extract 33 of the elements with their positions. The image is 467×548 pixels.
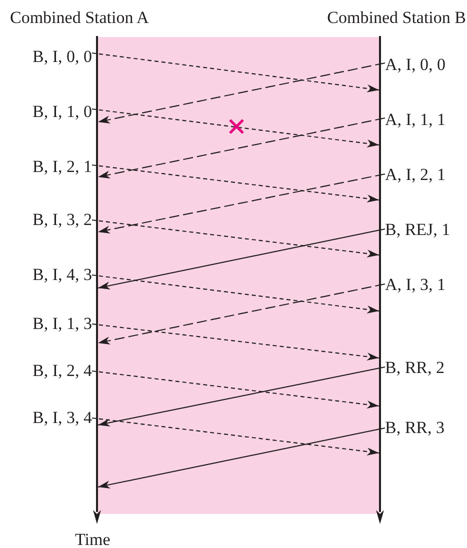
axis-label: Time [75, 530, 110, 548]
frame-arrow [92, 417, 380, 456]
frame-label: B, REJ, 1 [385, 220, 450, 240]
frame-arrow [92, 164, 380, 203]
frame-label: B, RR, 2 [385, 358, 445, 378]
frame-arrow [92, 323, 380, 361]
frame-arrow [92, 52, 380, 92]
frame-arrow [92, 108, 380, 148]
frame-arrow [92, 370, 380, 409]
frame-label: A, I, 1, 1 [385, 110, 446, 130]
frame-arrow [92, 219, 380, 258]
frame-label: B, I, 1, 3 [32, 314, 92, 334]
frame-arrow [98, 117, 386, 178]
frame-arrow [98, 173, 386, 234]
frame-label: A, I, 2, 1 [385, 165, 446, 185]
frame-arrow [98, 427, 386, 488]
frame-label: A, I, 3, 1 [385, 275, 446, 295]
station-heading: Combined Station A [10, 8, 149, 28]
frame-label: B, I, 3, 4 [32, 408, 92, 428]
frame-label: B, I, 3, 2 [32, 210, 92, 230]
frame-arrow [98, 366, 386, 427]
frame-arrow [98, 228, 386, 290]
frame-arrow [98, 62, 386, 124]
station-heading: Combined Station B [327, 8, 466, 28]
frame-label: B, RR, 3 [385, 418, 445, 438]
frame-arrow [92, 274, 380, 314]
frame-label: B, I, 0, 0 [32, 47, 92, 67]
frame-label: B, I, 4, 3 [32, 265, 92, 285]
frame-label: B, I, 1, 0 [32, 102, 92, 122]
frame-label: B, I, 2, 1 [32, 157, 92, 177]
frame-label: A, I, 0, 0 [385, 55, 446, 75]
frame-arrow [98, 283, 386, 344]
frame-label: B, I, 2, 4 [32, 361, 92, 381]
